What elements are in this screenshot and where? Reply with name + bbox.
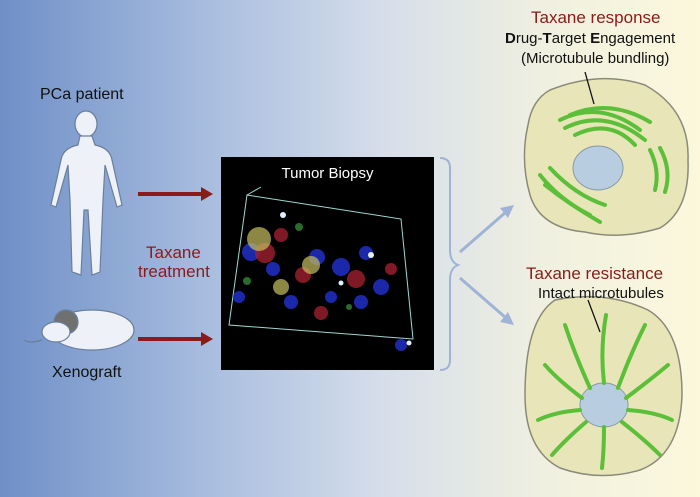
radial-microtubules bbox=[536, 313, 674, 470]
patient-label: PCa patient bbox=[40, 86, 124, 103]
tumor-biopsy-image: Tumor Biopsy bbox=[221, 157, 434, 370]
human-figure-icon bbox=[50, 110, 123, 276]
bracket bbox=[439, 157, 461, 371]
response-pointer bbox=[584, 71, 595, 105]
response-line1: Drug-Target Engagement bbox=[505, 30, 676, 47]
treatment-label-line1: Taxane bbox=[146, 243, 201, 262]
treatment-label-line2: treatment bbox=[138, 262, 210, 281]
outcome-arrows bbox=[459, 205, 514, 325]
nucleus bbox=[572, 145, 624, 191]
biopsy-title: Tumor Biopsy bbox=[281, 165, 374, 182]
resistance-title: Taxane resistance bbox=[526, 264, 664, 283]
bundled-microtubules bbox=[538, 105, 670, 224]
treatment-arrows bbox=[138, 187, 213, 346]
response-title: Taxane response bbox=[531, 8, 661, 27]
resistance-line1: Intact microtubules bbox=[538, 285, 664, 302]
response-cell bbox=[523, 77, 689, 236]
biopsy-microscopy bbox=[228, 186, 414, 351]
mouse-icon bbox=[23, 309, 135, 351]
resistance-cell bbox=[524, 295, 683, 477]
response-line2: (Microtubule bundling) bbox=[521, 50, 670, 67]
resistance-pointer bbox=[587, 299, 601, 333]
xenograft-label: Xenograft bbox=[52, 364, 122, 381]
